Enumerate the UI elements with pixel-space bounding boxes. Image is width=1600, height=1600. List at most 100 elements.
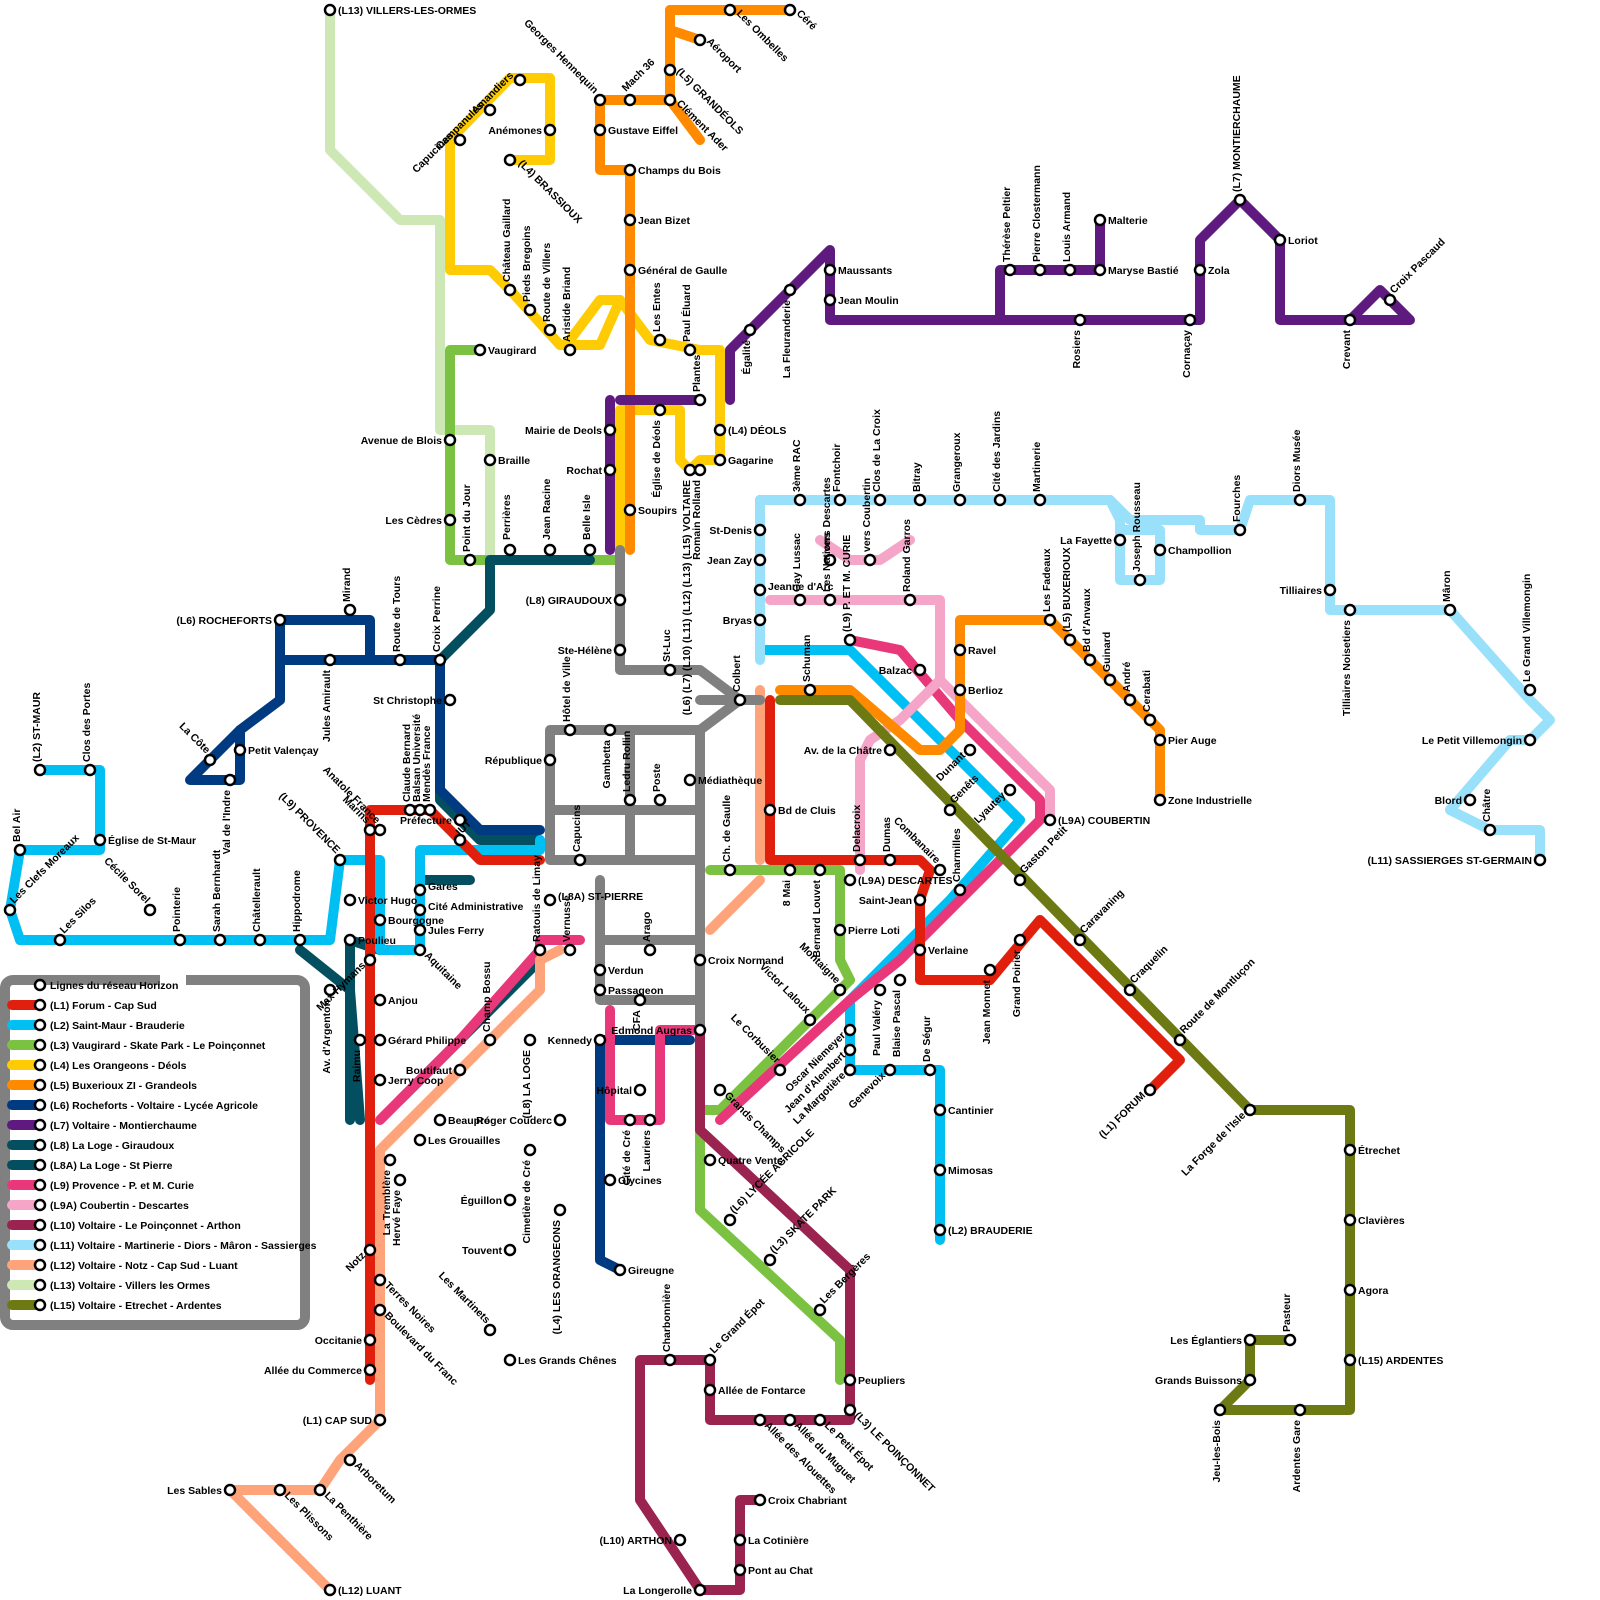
station-marker-la-fleuranderie[interactable] <box>783 283 797 297</box>
station-marker-arboretum[interactable] <box>343 1453 357 1467</box>
station-marker-ledru-rollin[interactable] <box>623 793 637 807</box>
station-marker-montaigne[interactable] <box>833 983 847 997</box>
station-marker-la-margoti-re[interactable] <box>843 1063 857 1077</box>
station-marker-romain-rolland[interactable] <box>693 463 707 477</box>
station-marker-l2-brauderie[interactable] <box>933 1223 947 1237</box>
station-marker-8-mai[interactable] <box>783 863 797 877</box>
station-marker-champs-du-bois[interactable] <box>623 163 637 177</box>
station-marker-val-de-l-indre[interactable] <box>223 773 237 787</box>
station-marker-l3-skate-park[interactable] <box>763 1253 777 1267</box>
station-marker-croix-perrine[interactable] <box>433 653 447 667</box>
station-marker-poste[interactable] <box>653 793 667 807</box>
station-marker-claude-bernard[interactable] <box>403 803 417 817</box>
station-marker-caravaning[interactable] <box>1073 933 1087 947</box>
station-marker-la-longerolle[interactable] <box>693 1583 707 1597</box>
station-marker-cit-administrative[interactable] <box>413 903 427 917</box>
station-marker-plantes[interactable] <box>693 393 707 407</box>
station-marker-raimu[interactable] <box>353 1033 367 1047</box>
station-marker-ardentes-gare[interactable] <box>1293 1403 1307 1417</box>
station-marker-l2-st-maur[interactable] <box>33 763 47 777</box>
station-marker-l15-ardentes[interactable] <box>1343 1353 1357 1367</box>
station-marker-saint-jean[interactable] <box>913 893 927 907</box>
station-marker-route-de-montlu-on[interactable] <box>1173 1033 1187 1047</box>
station-marker-jeanne-d-arc[interactable] <box>753 583 767 597</box>
station-marker-la-cotini-re[interactable] <box>733 1533 747 1547</box>
station-marker-campanules[interactable] <box>483 103 497 117</box>
station-marker-max-hymans[interactable] <box>363 953 377 967</box>
station-marker-les-plissons[interactable] <box>273 1483 287 1497</box>
station-marker-cit-des-jardins[interactable] <box>993 493 1007 507</box>
station-marker-sarah-bernhardt[interactable] <box>213 933 227 947</box>
station-marker-glycines[interactable] <box>603 1173 617 1187</box>
station-marker-tilliaires[interactable] <box>1323 583 1337 597</box>
station-marker-genevoix[interactable] <box>883 1063 897 1077</box>
station-marker-m-ron[interactable] <box>1443 603 1457 617</box>
station-marker-croix-normand[interactable] <box>693 953 707 967</box>
station-marker-g-n-ral-de-gaulle[interactable] <box>623 263 637 277</box>
station-marker-notz[interactable] <box>363 1243 377 1257</box>
station-marker-aristide-briand[interactable] <box>563 343 577 357</box>
station-marker-les-c-dres[interactable] <box>443 513 457 527</box>
station-marker-agora[interactable] <box>1343 1283 1357 1297</box>
station-marker-maussants[interactable] <box>823 263 837 277</box>
station-marker-dunant[interactable] <box>963 743 977 757</box>
station-marker-pierre-loti[interactable] <box>833 923 847 937</box>
station-marker-loriot[interactable] <box>1273 233 1287 247</box>
station-marker-vers-coubertin[interactable] <box>863 553 877 567</box>
station-marker-de-s-gur[interactable] <box>923 1063 937 1077</box>
station-marker-fontchoir[interactable] <box>833 493 847 507</box>
station-marker-grands-champs[interactable] <box>713 1083 727 1097</box>
station-marker-jean-monnet[interactable] <box>983 963 997 977</box>
station-marker-gaston-petit[interactable] <box>1013 873 1027 887</box>
station-marker-verdun[interactable] <box>593 963 607 977</box>
station-marker-capucins[interactable] <box>573 853 587 867</box>
station-marker-crevant[interactable] <box>1343 313 1357 327</box>
station-marker-occitanie[interactable] <box>363 1333 377 1347</box>
station-marker-hippodrome[interactable] <box>293 933 307 947</box>
station-marker-pr-fecture[interactable] <box>453 813 467 827</box>
station-marker-jerry-coop[interactable] <box>373 1073 387 1087</box>
station-marker-clavi-res[interactable] <box>1343 1213 1357 1227</box>
station-marker-roland-garros[interactable] <box>903 593 917 607</box>
station-marker-jean-moulin[interactable] <box>823 293 837 307</box>
station-marker-anatole-france[interactable] <box>373 823 387 837</box>
station-marker-charmilles[interactable] <box>953 883 967 897</box>
station-marker-arago[interactable] <box>643 943 657 957</box>
station-marker-boutifaut[interactable] <box>453 1063 467 1077</box>
station-marker-blord[interactable] <box>1463 793 1477 807</box>
station-marker-l5-buxerioux[interactable] <box>1063 633 1077 647</box>
station-marker-glise-de-st-maur[interactable] <box>93 833 107 847</box>
station-marker-les-grands-ch-nes[interactable] <box>503 1353 517 1367</box>
station-marker-l6-l7-l10-l11-l12-l13-l15-voltaire[interactable] <box>683 463 697 477</box>
station-marker-l8-la-loge[interactable] <box>523 1033 537 1047</box>
station-marker-mend-s-france[interactable] <box>423 803 437 817</box>
station-marker-les-glantiers[interactable] <box>1243 1333 1257 1347</box>
station-marker-louis-armand[interactable] <box>1063 263 1077 277</box>
station-marker-jean-d-alembert[interactable] <box>843 1043 857 1057</box>
station-marker-l8a-st-pierre[interactable] <box>543 893 557 907</box>
station-marker-mirand[interactable] <box>343 603 357 617</box>
station-marker-st-christophe[interactable] <box>443 693 457 707</box>
station-marker-pier-auge[interactable] <box>1153 733 1167 747</box>
station-marker-la-trembl-re[interactable] <box>383 1153 397 1167</box>
station-marker-g-rard-philippe[interactable] <box>373 1033 387 1047</box>
station-marker-clos-des-portes[interactable] <box>83 763 97 777</box>
station-marker-schuman[interactable] <box>803 683 817 697</box>
station-marker-oscar-niemeyer[interactable] <box>843 1023 857 1037</box>
station-marker-edmond-augras[interactable] <box>693 1023 707 1037</box>
station-marker-av-d-argenton[interactable] <box>323 983 337 997</box>
station-marker-craquelin[interactable] <box>1123 983 1137 997</box>
station-marker-kennedy[interactable] <box>593 1033 607 1047</box>
station-marker-aquitaine[interactable] <box>413 943 427 957</box>
station-marker-charbonni-re[interactable] <box>663 1353 677 1367</box>
station-marker-colbert[interactable] <box>733 693 747 707</box>
station-marker-l9-provence[interactable] <box>333 853 347 867</box>
station-marker-tilliaires-noisetiers[interactable] <box>1343 603 1357 617</box>
station-marker-l6-lyc-e-agricole[interactable] <box>723 1213 737 1227</box>
station-marker-les-nations[interactable] <box>823 593 837 607</box>
station-marker-r-publique[interactable] <box>543 753 557 767</box>
station-marker-bd-d-anvaux[interactable] <box>1083 653 1097 667</box>
station-marker-cit-de-cr[interactable] <box>623 1113 637 1127</box>
station-marker-ch-de-gaulle[interactable] <box>723 863 737 877</box>
station-marker-berlioz[interactable] <box>953 683 967 697</box>
